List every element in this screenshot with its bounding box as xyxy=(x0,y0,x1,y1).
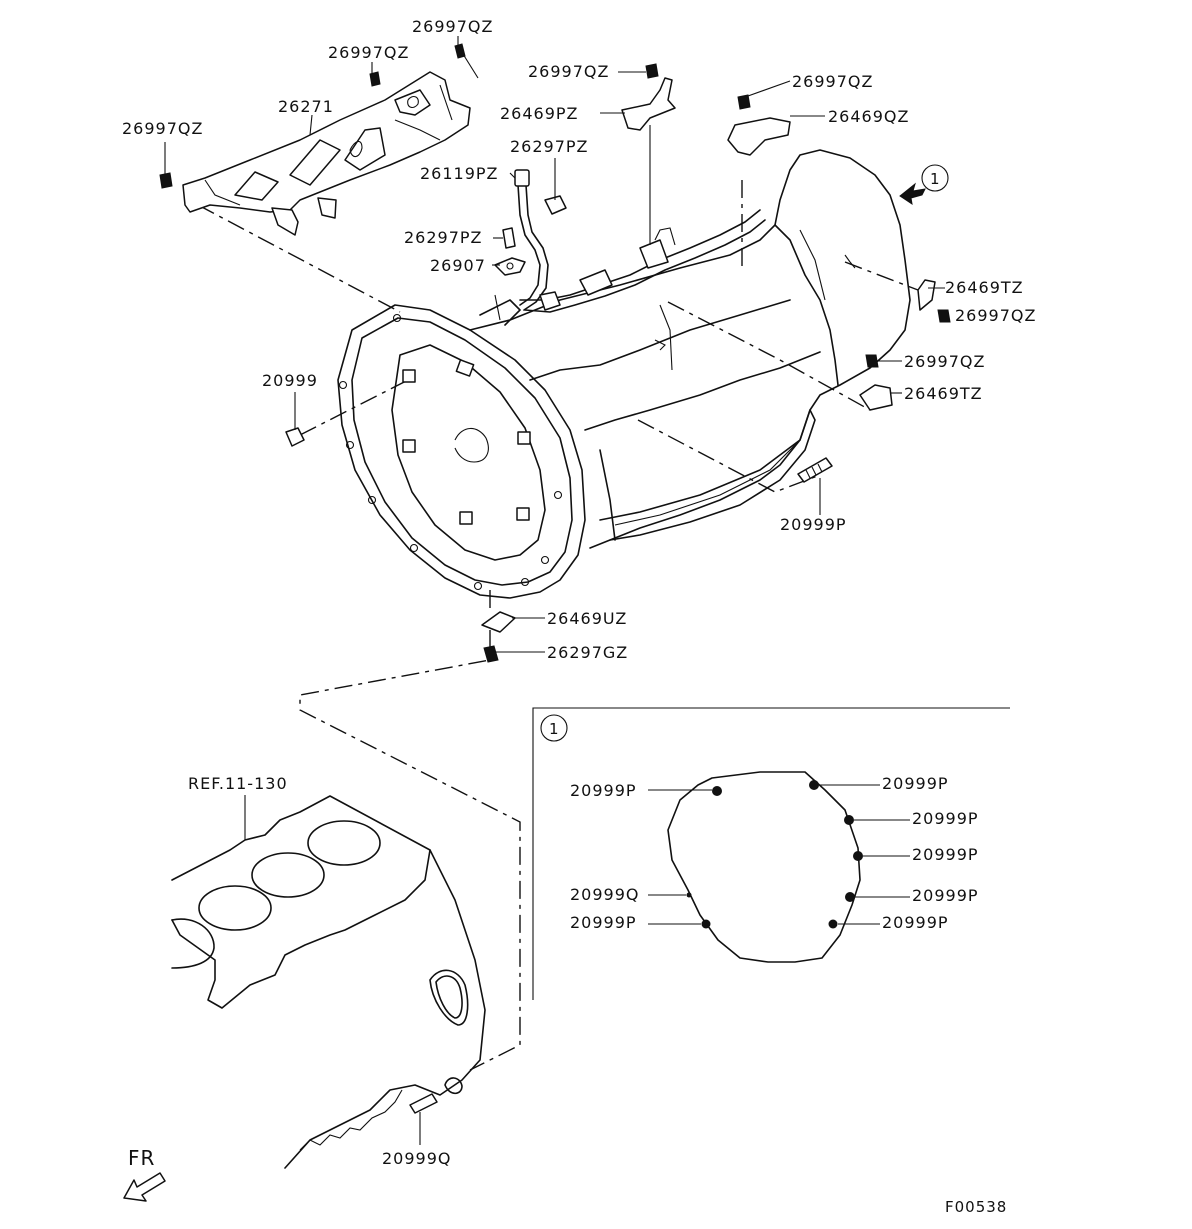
detail-label-20999p-2: 20999P xyxy=(882,774,949,793)
harness-tube xyxy=(479,169,766,326)
callout-26469tz-upper: 26469TZ xyxy=(945,278,1024,297)
view-marker-number: 1 xyxy=(930,170,941,188)
callout-26297gz: 26297GZ xyxy=(547,643,628,662)
engine-block xyxy=(171,795,486,1169)
detail-label-20999p-3: 20999P xyxy=(912,809,979,828)
view-arrow-icon xyxy=(899,182,926,206)
detail-label-20999p-5: 20999P xyxy=(912,886,979,905)
callout-26997qz-right: 26997QZ xyxy=(792,72,873,91)
callout-26997qz-rear-upper: 26997QZ xyxy=(955,306,1036,325)
front-label: FR xyxy=(128,1146,155,1170)
detail-label-20999p-4: 20999P xyxy=(912,845,979,864)
callout-26469uz: 26469UZ xyxy=(547,609,627,628)
leader-lines xyxy=(164,36,945,1145)
callout-26997qz-top: 26997QZ xyxy=(412,17,493,36)
front-arrow-icon xyxy=(123,1172,166,1202)
callout-26907: 26907 xyxy=(430,256,486,275)
callout-26469qz: 26469QZ xyxy=(828,107,909,126)
callout-26271: 26271 xyxy=(278,97,334,116)
callout-20999: 20999 xyxy=(262,371,318,390)
detail-label-20999q: 20999Q xyxy=(570,885,640,904)
callout-labels: 26997QZ 26997QZ 26271 26997QZ 26997QZ 26… xyxy=(122,17,1036,1168)
fasteners xyxy=(159,43,951,1114)
callout-26119pz: 26119PZ xyxy=(420,164,499,183)
heat-shield-26271 xyxy=(182,71,471,236)
front-direction: FR xyxy=(123,1146,166,1202)
detail-view: 1 20999P 20999P 20999P 20999P 20999Q 209… xyxy=(532,707,1010,1000)
callout-26997qz-rear-lower: 26997QZ xyxy=(904,352,985,371)
callout-26297pz-lower: 26297PZ xyxy=(404,228,483,247)
callout-26997qz-left: 26997QZ xyxy=(328,43,409,62)
detail-label-20999p-1: 20999P xyxy=(570,781,637,800)
callout-20999p: 20999P xyxy=(780,515,847,534)
transmission-case xyxy=(337,149,911,599)
callout-26469pz: 26469PZ xyxy=(500,104,579,123)
callout-26297pz-upper: 26297PZ xyxy=(510,137,589,156)
detail-label-20999p-7: 20999P xyxy=(882,913,949,932)
figure-id: F00538 xyxy=(945,1198,1007,1216)
detail-label-20999p-6: 20999P xyxy=(570,913,637,932)
callout-ref-11-130: REF.11-130 xyxy=(188,774,288,793)
view-marker: 1 xyxy=(899,164,949,206)
callout-20999q: 20999Q xyxy=(382,1149,452,1168)
detail-marker-number: 1 xyxy=(549,720,560,738)
callout-26997qz-mid: 26997QZ xyxy=(528,62,609,81)
callout-26997qz-far-left: 26997QZ xyxy=(122,119,203,138)
callout-26469tz-lower: 26469TZ xyxy=(904,384,983,403)
